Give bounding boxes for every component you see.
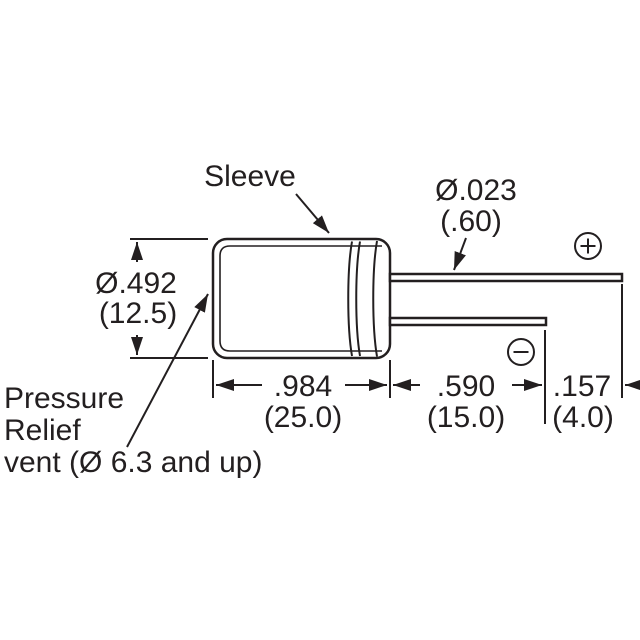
pressure-vent-label-line3: vent (Ø 6.3 and up) [4,446,263,479]
lead-length-metric: (15.0) [427,401,505,434]
body-length-value: .984 [274,370,332,403]
pressure-vent-label-line1: Pressure [4,382,124,415]
lead-diameter-callout: Ø.023 (.60) [435,174,517,271]
body-length-metric: (25.0) [264,401,342,434]
body-diameter-metric: (12.5) [99,297,177,330]
pressure-vent-label-line2: Relief [4,414,81,447]
lead-length-value: .590 [437,370,495,403]
pressure-vent-leader-arrow [126,293,209,448]
sleeve-leader-arrow [295,193,330,234]
body-diameter-dimension: Ø.492 (12.5) [95,238,208,359]
body-length-dimension: .984 (25.0) [212,360,391,434]
crimp-line [347,241,353,357]
lead-diameter-value: Ø.023 [435,174,517,207]
crimp-line [355,241,361,357]
negative-polarity-icon [507,338,535,366]
lead-end-value: .157 [553,370,611,403]
lead-diameter-leader-arrow [453,237,467,271]
capacitor-body-outline [211,237,392,360]
lead-diameter-metric: (.60) [440,205,502,238]
sleeve-callout: Sleeve [204,160,330,234]
leads [388,272,624,327]
negative-lead [388,316,548,327]
lead-length-dimension: .590 (15.0) [393,330,546,434]
capacitor-sleeve-inner-line [219,245,382,352]
lead-end-dimension: .157 (4.0) [552,284,640,434]
positive-lead [388,272,624,283]
capacitor-body [211,237,392,360]
pressure-vent-callout: Pressure Relief vent (Ø 6.3 and up) [4,293,263,479]
sleeve-label: Sleeve [204,160,296,193]
lead-end-metric: (4.0) [552,401,614,434]
crimp-line [372,240,378,357]
positive-polarity-icon [574,232,602,260]
body-diameter-value: Ø.492 [95,267,177,300]
